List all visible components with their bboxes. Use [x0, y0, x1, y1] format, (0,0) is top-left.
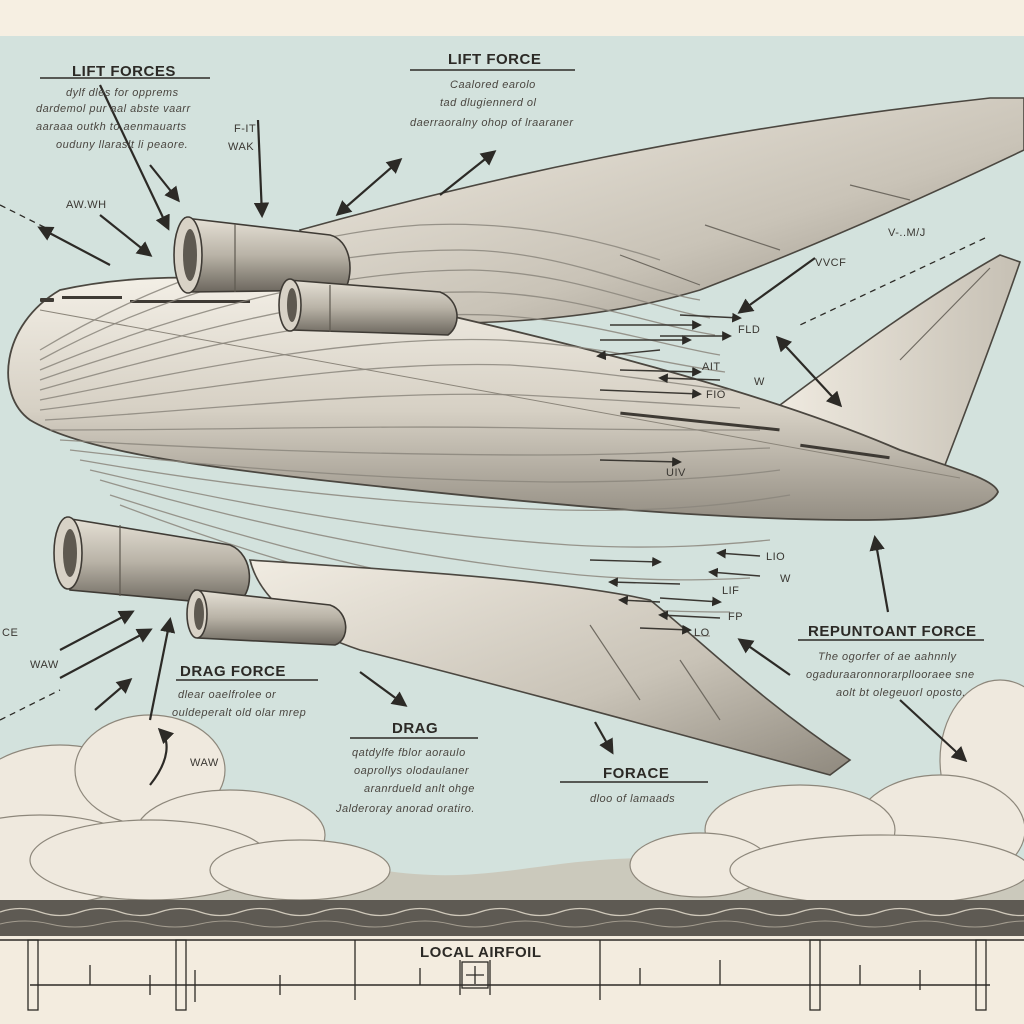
arrow-dragforce-1	[59, 610, 135, 651]
cloud-left	[0, 714, 391, 906]
ruler-ticks	[27, 939, 987, 1011]
tag-lio: LIO	[766, 551, 785, 563]
arrow-drag-curl	[149, 727, 175, 786]
arrow-dragforce-4	[148, 616, 176, 721]
repuntoant-force-line-3: aolt bt olegeuorl oposto.	[836, 687, 966, 699]
lift-forces-line-1: dylf dles for opprems	[66, 87, 179, 99]
tag-fio: FIO	[706, 389, 726, 401]
tag-lo: LO	[694, 627, 710, 639]
tag-wak: WAK	[228, 141, 254, 153]
tag-waw-left: WAW	[30, 659, 59, 671]
arrow-vvcf	[737, 257, 816, 314]
label-lift-forces: LIFT FORCES dylf dles for opprems dardem…	[36, 63, 210, 151]
tag-v-mj: V-..M/J	[888, 227, 926, 239]
drag-line-3: aranrdueld anlt ohge	[364, 783, 475, 795]
sea-waves-2	[0, 920, 1024, 928]
arrow-dragforce-2	[59, 628, 153, 679]
label-drag-force: DRAG FORCE dlear oaelfrolee or ouldepera…	[172, 663, 318, 719]
lift-forces-title: LIFT FORCES	[72, 63, 176, 80]
label-repuntoant-force: REPUNTOANT FORCE The ogorfer of ae aahnn…	[798, 623, 984, 699]
label-forace: FORACE dloo of lamaads	[560, 765, 708, 805]
dash-left-lower	[0, 689, 61, 721]
small-tags: F-IT WAK AW.WH V-..M/J VVCF FLD AIT FIO …	[2, 123, 926, 769]
arrow-resultant-up	[869, 534, 890, 613]
arrow-resultant-low	[737, 638, 791, 676]
tag-fp: FP	[728, 611, 743, 623]
label-drag: DRAG qatdylfe fblor aoraulo oaprollys ol…	[335, 720, 478, 815]
tag-uiv: UIV	[666, 467, 686, 479]
engine-upper-inner	[278, 278, 458, 336]
tag-fld: FLD	[738, 324, 760, 336]
arrow-lift-4	[99, 214, 153, 257]
lift-force-title: LIFT FORCE	[448, 51, 541, 68]
drag-force-line-1: dlear oaelfrolee or	[178, 689, 277, 701]
drag-line-2: oaprollys olodaulaner	[354, 765, 470, 777]
tail-fin-rudder-line	[899, 267, 991, 361]
forace-title: FORACE	[603, 765, 669, 782]
tag-waw-lower: WAW	[190, 757, 219, 769]
engine-upper-outer	[173, 216, 351, 294]
arrow-dragforce-3	[94, 677, 133, 711]
tag-w-upper: W	[754, 376, 765, 388]
repuntoant-force-title: REPUNTOANT FORCE	[808, 623, 977, 640]
lift-forces-line-4: ouduny llaraslt li peaore.	[56, 139, 188, 151]
arrow-liftforce-b	[439, 150, 497, 196]
lift-force-line-2: tad dlugiennerd ol	[440, 97, 537, 109]
local-airfoil-label: LOCAL AIRFOIL	[420, 944, 542, 961]
lift-forces-line-2: dardemol pur aal abste vaarr	[36, 103, 191, 115]
arrow-lift-1	[253, 119, 270, 219]
label-lift-force: LIFT FORCE Caalored earolo tad dlugienne…	[410, 51, 575, 129]
trailing-edge-arrows	[589, 312, 761, 635]
tag-aw-wh: AW.WH	[66, 199, 107, 211]
arrow-liftforce-a	[335, 157, 403, 217]
lift-force-line-3: daerraoralny ohop of lraaraner	[410, 117, 574, 129]
tag-ait: AIT	[702, 361, 721, 373]
force-arrows	[0, 84, 986, 786]
drag-line-1: qatdylfe fblor aoraulo	[352, 747, 466, 759]
sea-waves	[0, 907, 1024, 917]
arrow-lift-5	[37, 226, 111, 266]
lower-wing-panel-lines	[589, 624, 721, 721]
arrow-drag-1	[359, 671, 408, 707]
lower-wing	[248, 559, 852, 776]
arrow-lift-2	[99, 84, 170, 231]
tag-w-lower: W	[780, 573, 791, 585]
tag-fit: F-IT	[234, 123, 256, 135]
fuselage-windows	[40, 296, 890, 460]
drag-force-title: DRAG FORCE	[180, 663, 286, 680]
arrow-resultant	[775, 335, 843, 408]
lift-force-line-1: Caalored earolo	[450, 79, 536, 91]
drag-force-line-2: ouldeperalt old olar mrep	[172, 707, 306, 719]
tag-vvcf: VVCF	[815, 257, 846, 269]
repuntoant-force-line-2: ogaduraaronnorarpllooraee sne	[806, 669, 975, 681]
airfoil-ruler-panel	[0, 936, 1024, 1024]
forace-line-1: dloo of lamaads	[590, 793, 675, 805]
drag-line-4: Jalderoray anorad oratiro.	[335, 803, 475, 815]
sea-band	[0, 900, 1024, 936]
repuntoant-force-line-1: The ogorfer of ae aahnnly	[818, 651, 957, 663]
lift-forces-line-3: aaraaa outkh to aenmauarts	[36, 121, 187, 133]
tag-ce: CE	[2, 627, 18, 639]
upper-wing-panel-lines	[619, 184, 911, 286]
dash-left-upper	[0, 204, 51, 231]
tag-lif: LIF	[722, 585, 739, 597]
engine-lower-inner	[186, 589, 347, 646]
arrow-resultant-diag	[899, 699, 968, 763]
dash-vvcf	[799, 237, 986, 326]
arrow-lift-3	[149, 164, 180, 203]
arrow-drag-2	[594, 721, 614, 755]
drag-title: DRAG	[392, 720, 438, 737]
